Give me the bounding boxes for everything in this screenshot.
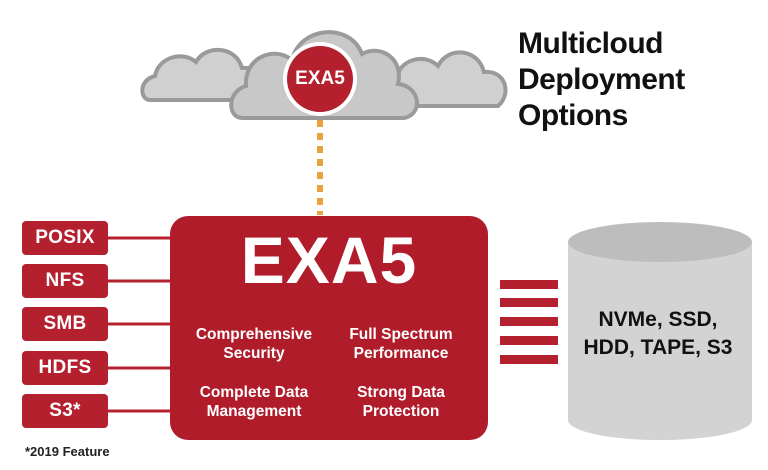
storage-line-1: NVMe, SSD,: [598, 308, 718, 331]
storage-connector-bars: [500, 280, 558, 364]
exa5-main-title: EXA5: [240, 223, 418, 297]
exa5-cloud-badge-icon: [283, 42, 357, 116]
storage-line-2: HDD, TAPE, S3: [583, 336, 733, 359]
headline-line-1: Multicloud: [518, 27, 663, 60]
feature-line: Strong Data: [357, 384, 445, 401]
exa5-main-box: [170, 216, 488, 440]
feature-line: Management: [206, 403, 302, 420]
protocol-posix: POSIX: [22, 221, 108, 255]
storage-media-label: NVMe, SSD, HDD, TAPE, S3: [578, 306, 738, 362]
feature-protection: Strong Data Protection: [326, 383, 476, 421]
cloud-badge-label: EXA5: [295, 68, 345, 89]
protocol-smb: SMB: [22, 307, 108, 341]
protocol-nfs: NFS: [22, 264, 108, 298]
footnote: *2019 Feature: [25, 444, 110, 459]
protocol-s3: S3*: [22, 394, 108, 428]
feature-line: Complete Data: [199, 384, 309, 401]
headline-line-2: Deployment: [518, 63, 685, 96]
feature-line: Full Spectrum: [349, 326, 453, 343]
storage-cylinder-icon: [568, 222, 752, 440]
deployment-headline: Multicloud Deployment Options: [518, 26, 748, 134]
feature-performance: Full Spectrum Performance: [326, 325, 476, 363]
protocol-connectors: [108, 236, 172, 413]
headline-line-3: Options: [518, 99, 628, 132]
feature-line: Comprehensive: [195, 326, 313, 343]
feature-line: Performance: [353, 345, 449, 362]
feature-management: Complete Data Management: [179, 383, 329, 421]
feature-security: Comprehensive Security: [179, 325, 329, 363]
feature-line: Protection: [362, 403, 440, 420]
protocol-hdfs: HDFS: [22, 351, 108, 385]
feature-line: Security: [223, 345, 285, 362]
